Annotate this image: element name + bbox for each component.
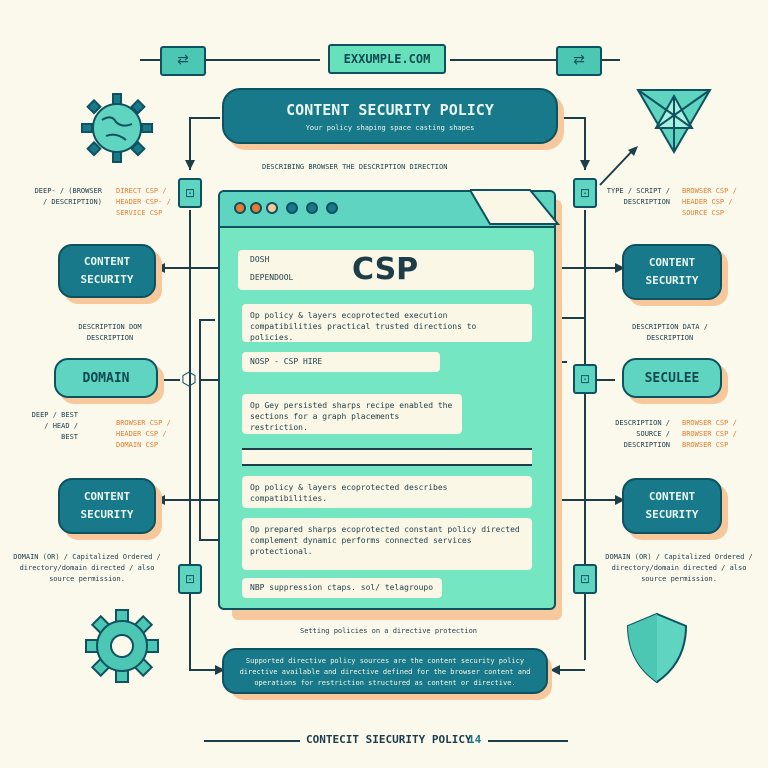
side-note: DEEP- / (BROWSER / DESCRIPTION) bbox=[34, 187, 102, 206]
footer-note: Supported directive policy sources are t… bbox=[222, 648, 548, 694]
footer-line bbox=[204, 740, 300, 742]
browser-dot bbox=[286, 202, 298, 214]
gear-icon bbox=[85, 609, 159, 683]
node-secure: SECULEE bbox=[622, 358, 722, 398]
title-banner: CONTENT SECURITY POLICY Your policy shap… bbox=[222, 88, 558, 144]
browser-dot bbox=[326, 202, 338, 214]
page-subtitle: Your policy shaping space casting shapes bbox=[305, 123, 475, 132]
node-content-security: CONTENT SECURITY bbox=[622, 244, 722, 300]
browser-dot bbox=[250, 202, 262, 214]
field-label: DEPENDOOL bbox=[250, 273, 294, 282]
lock-icon: ⊡ bbox=[178, 178, 202, 208]
node-content-security: CONTENT SECURITY bbox=[58, 478, 156, 534]
side-note: BROWSER CSP / HEADER CSP / SOURCE CSP bbox=[682, 187, 737, 217]
side-note: BROWSER CSP / HEADER CSP / DOMAIN CSP bbox=[116, 419, 171, 449]
csp-header-row bbox=[238, 250, 534, 290]
url-badge: EXXUMPLE.COM bbox=[328, 44, 446, 74]
field-label: DOSH bbox=[250, 255, 270, 264]
list-item: Op prepared sharps ecoprotected constant… bbox=[242, 518, 532, 570]
node-content-security: CONTENT SECURITY bbox=[58, 244, 156, 298]
globe-icon bbox=[81, 93, 153, 163]
side-note: DESCRIPTION / SOURCE / DESCRIPTION bbox=[615, 419, 670, 449]
lock-icon: ⊡ bbox=[573, 564, 597, 594]
side-note: DEEP / BEST / HEAD / BEST bbox=[31, 411, 78, 441]
side-note: TYPE / SCRIPT / DESCRIPTION bbox=[606, 187, 670, 206]
side-note: DOMAIN (OR) / Capitalized Ordered / dire… bbox=[605, 553, 753, 583]
page-number: 14 bbox=[468, 733, 482, 746]
side-note: DIRECT CSP / HEADER CSP- / SERVICE CSP bbox=[116, 187, 171, 217]
page-fold bbox=[470, 189, 560, 225]
divider-bar bbox=[242, 448, 532, 466]
side-note: DESCRIPTION DATA / DESCRIPTION bbox=[632, 323, 708, 342]
swap-arrows-icon: ⇄ bbox=[556, 46, 602, 76]
lock-icon: ⊡ bbox=[178, 564, 202, 594]
node-domain: DOMAIN bbox=[54, 358, 158, 398]
triangle-logo-icon bbox=[636, 89, 712, 154]
shield-icon bbox=[626, 612, 688, 684]
header-caption: DESCRIBING BROWSER THE DESCRIPTION DIREC… bbox=[262, 163, 448, 171]
lock-icon: ⊡ bbox=[573, 364, 597, 394]
footer-title: CONTECIT SIECURITY POLICY bbox=[306, 733, 472, 746]
side-note: BROWSER CSP / BROWSER CSP / BROWSER CSP bbox=[682, 419, 737, 449]
list-item: NBP suppression ctaps. sol/ telagroupo bbox=[242, 578, 442, 598]
bottom-caption: Setting policies on a directive protecti… bbox=[300, 627, 478, 635]
browser-dot bbox=[266, 202, 278, 214]
side-note: DOMAIN (OR) / Capitalized Ordered / dire… bbox=[13, 553, 161, 583]
hexagon-icon: ⬡ bbox=[181, 369, 197, 390]
lock-icon: ⊡ bbox=[573, 178, 597, 208]
csp-label: CSP bbox=[352, 252, 419, 287]
node-content-security: CONTENT SECURITY bbox=[622, 478, 722, 534]
list-item: Op Gey persisted sharps recipe enabled t… bbox=[242, 394, 462, 434]
footer-line bbox=[488, 740, 568, 742]
browser-dot bbox=[234, 202, 246, 214]
swap-arrows-icon: ⇄ bbox=[160, 46, 206, 76]
list-item: NOSP - CSP HIRE bbox=[242, 352, 440, 372]
list-item: Op policy & layers ecoprotected executio… bbox=[242, 304, 532, 342]
side-note: DESCRIPTION DOM DESCRIPTION bbox=[78, 323, 142, 342]
list-item: Op policy & layers ecoprotected describe… bbox=[242, 476, 532, 508]
browser-dot bbox=[306, 202, 318, 214]
page-title: CONTENT SECURITY POLICY bbox=[286, 100, 494, 119]
